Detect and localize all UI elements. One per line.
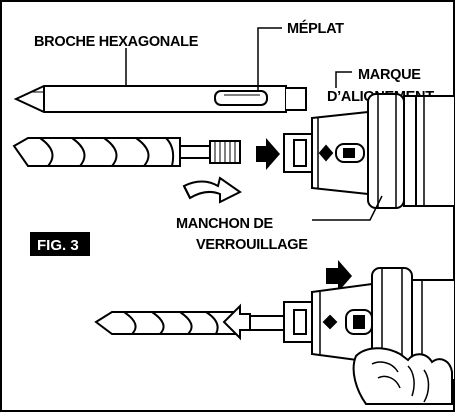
chisel-bit [13, 85, 307, 113]
withdraw-arrow-icon [222, 303, 251, 341]
figure-tag [30, 232, 90, 256]
pull-sleeve-arrow-icon [326, 260, 352, 292]
hand [352, 347, 453, 405]
flat-recess [214, 90, 268, 106]
callout-leaders-top [125, 27, 352, 91]
alignment-mark-label-1: MARQUE [358, 67, 421, 83]
figure-tag-label: FIG. 3 [37, 237, 79, 254]
hex-shank-label: BROCHE HEXAGONALE [34, 34, 199, 50]
drill-bit-bottom [94, 311, 285, 335]
tool-chuck-bottom [283, 267, 455, 387]
drill-bit-top [12, 137, 241, 167]
rotate-arrow-icon [182, 176, 242, 204]
push-arrow-icon [256, 138, 280, 170]
tool-chuck-top [283, 93, 455, 209]
locking-sleeve-leader [312, 195, 383, 221]
locking-sleeve-label-1: MANCHON DE [176, 216, 274, 232]
locking-sleeve-label-2: VERROUILLAGE [196, 237, 308, 253]
flat-label: MÉPLAT [287, 20, 344, 37]
